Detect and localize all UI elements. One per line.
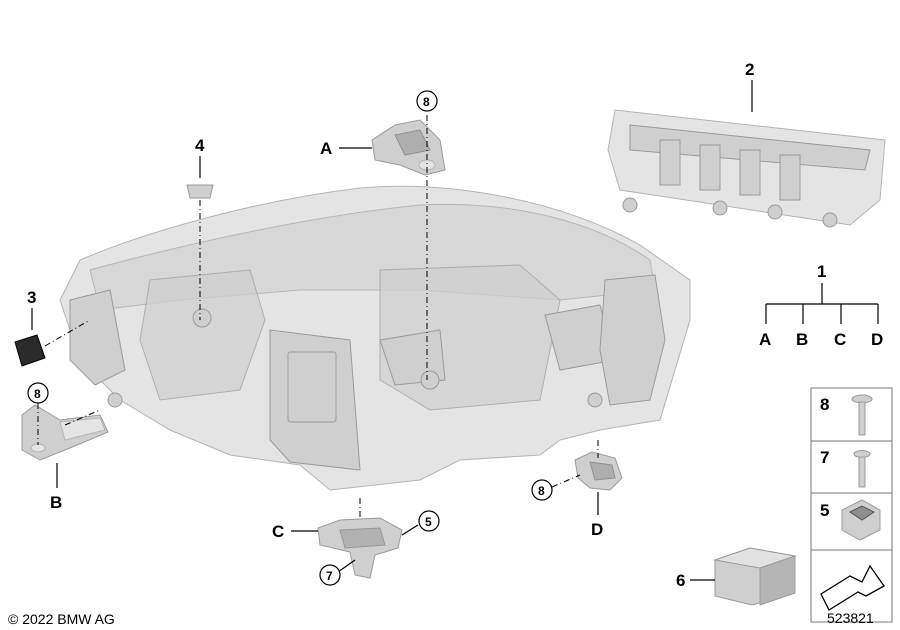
part-4-label: 4 [195,136,205,155]
copyright-text: © 2022 BMW AG [8,611,115,627]
bracket-a-label: A [320,139,332,158]
bracket-d-label: D [591,520,603,539]
clip-nut-icon [841,499,881,541]
legend-num-7: 7 [820,448,829,467]
part-1-label: 1 [817,262,826,281]
part-1-tree: 1 A B C D [759,262,883,349]
part-3-label: 3 [27,288,36,307]
bracket-a: A 8 [320,90,446,380]
legend-row-arrow [820,564,885,611]
headlight-housing [59,185,691,491]
legend-row-8: 8 [820,394,873,436]
part-6-label: 6 [676,571,685,590]
screw-icon [853,450,871,488]
screw-icon [851,394,873,436]
part-3-grommet: 3 [14,288,91,367]
arrow-icon [820,564,885,611]
callout-8-a: 8 [423,95,430,109]
callout-8-d: 8 [538,484,545,498]
bracket-c: C 5 7 [272,498,440,586]
tree-label-a: A [759,330,771,349]
part-6-box: 6 [676,547,797,606]
bracket-d: 8 D [531,440,623,539]
bracket-c-label: C [272,522,284,541]
tree-label-c: C [834,330,846,349]
legend-num-5: 5 [820,501,829,520]
tree-label-d: D [871,330,883,349]
part-2-bracket: 2 [607,60,886,228]
callout-8-b: 8 [34,387,41,401]
bracket-b-label: B [50,493,62,512]
legend-num-8: 8 [820,395,829,414]
tree-label-b: B [796,330,808,349]
callout-7-c: 7 [326,569,333,583]
bracket-b: 8 B [21,382,109,512]
legend-panel: 8 7 5 [810,387,893,623]
legend-row-5: 5 [820,499,881,541]
part-4-clip: 4 [186,136,214,320]
callout-5-c: 5 [425,515,432,529]
legend-row-7: 7 [820,448,871,488]
part-2-label: 2 [745,60,754,79]
diagram-id: 523821 [827,610,874,626]
